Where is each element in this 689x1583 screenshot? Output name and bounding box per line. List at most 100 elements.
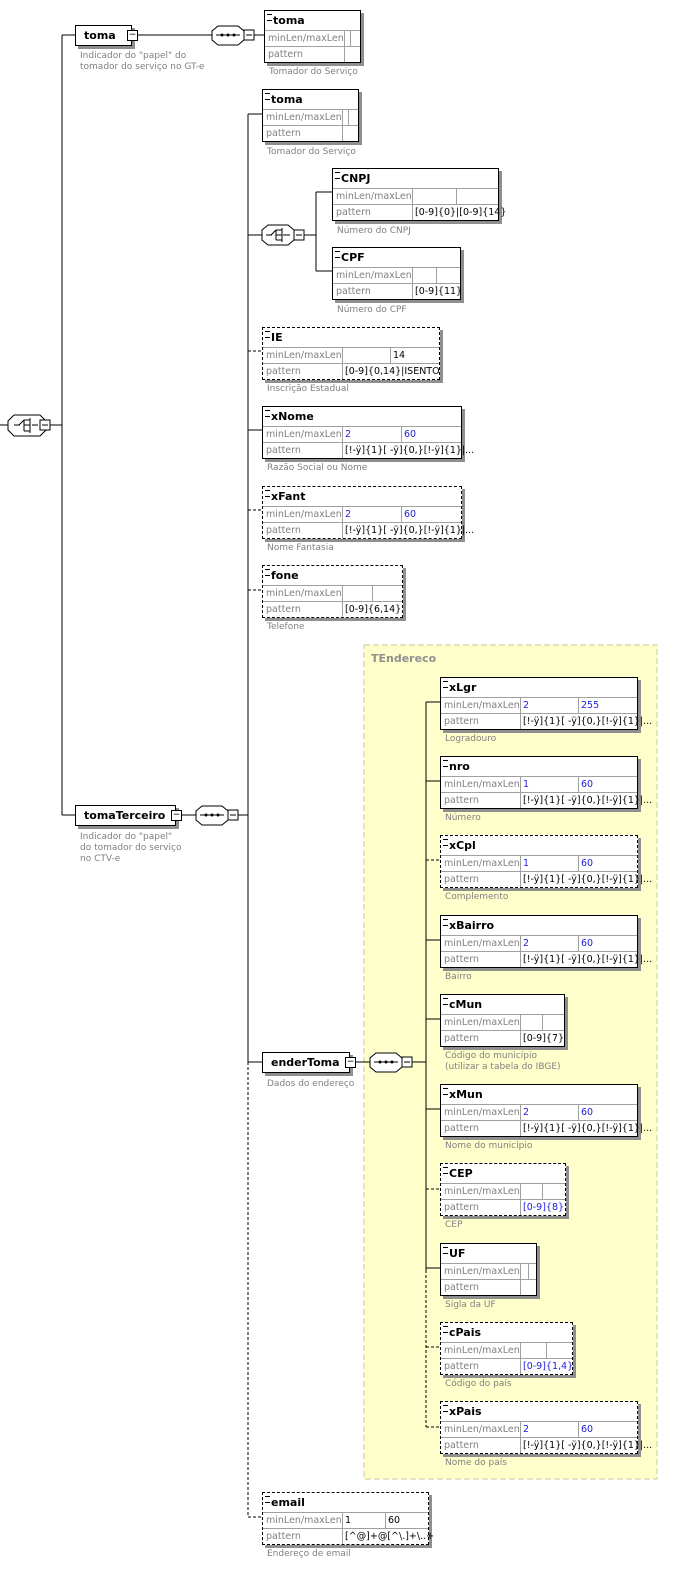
max-length bbox=[373, 586, 403, 601]
min-length bbox=[343, 110, 349, 125]
leaf-description: Nome do município bbox=[445, 1141, 533, 1151]
leaf-name: xCpl bbox=[441, 836, 637, 855]
min-length: 1 bbox=[343, 1513, 386, 1528]
toma-element-description: Indicador do "papel" do tomador do servi… bbox=[80, 51, 205, 72]
tomaterceiro-element[interactable]: tomaTerceiro − bbox=[75, 805, 182, 826]
leaf-name: xNome bbox=[263, 407, 461, 426]
min-length bbox=[521, 1184, 543, 1199]
max-length bbox=[547, 1343, 573, 1358]
pattern-label: pattern bbox=[441, 1359, 521, 1374]
pattern-value: [!-ÿ]{1}[ -ÿ]{0,}[!-ÿ]{1}|... bbox=[523, 716, 653, 727]
leaf-fone[interactable]: fone minLen/maxLen pattern[0-9]{6,14} bbox=[262, 565, 403, 618]
lengths-label: minLen/maxLen bbox=[263, 110, 343, 125]
pattern-value: [^@]+@[^\.]+\..+ bbox=[345, 1531, 435, 1542]
pattern-value: [!-ÿ]{1}[ -ÿ]{0,}[!-ÿ]{1}|... bbox=[345, 445, 475, 456]
tomaterceiro-element-label: tomaTerceiro bbox=[84, 809, 166, 822]
leaf-toma-gte[interactable]: toma minLen/maxLen pattern bbox=[264, 10, 361, 63]
pattern-label: pattern bbox=[441, 714, 521, 729]
collapse-icon[interactable]: − bbox=[127, 30, 138, 41]
min-length bbox=[343, 348, 391, 363]
max-length: 60 bbox=[404, 509, 417, 520]
min-length bbox=[345, 31, 351, 46]
leaf-cpf[interactable]: CPF minLen/maxLen pattern[0-9]{11} bbox=[332, 247, 463, 300]
collapse-icon[interactable]: − bbox=[345, 1057, 356, 1068]
leaf-cpais[interactable]: cPais minLen/maxLen pattern[0-9]{1,4} bbox=[440, 1322, 573, 1375]
min-length bbox=[521, 1264, 529, 1279]
leaf-name: xLgr bbox=[441, 678, 637, 697]
leaf-description: Razão Social ou Nome bbox=[267, 463, 368, 473]
lengths-label: minLen/maxLen bbox=[263, 348, 343, 363]
root-choice-compositor[interactable] bbox=[7, 414, 51, 437]
pattern-value: [0-9]{1,4} bbox=[523, 1361, 574, 1372]
lengths-label: minLen/maxLen bbox=[263, 1513, 343, 1528]
endertoma-element-label: enderToma bbox=[271, 1056, 340, 1069]
leaf-description: Bairro bbox=[445, 972, 472, 982]
toma-element[interactable]: toma − bbox=[75, 25, 138, 46]
toma-sequence-compositor[interactable] bbox=[211, 25, 255, 46]
max-length bbox=[543, 1184, 566, 1199]
endertoma-element[interactable]: enderToma − bbox=[262, 1052, 356, 1073]
leaf-description: Tomador do Serviço bbox=[267, 147, 356, 157]
pattern-value: [!-ÿ]{1}[ -ÿ]{0,}[!-ÿ]{1}|... bbox=[345, 525, 475, 536]
min-length bbox=[413, 189, 457, 204]
leaf-description: Número bbox=[445, 813, 481, 823]
max-length: 14 bbox=[393, 350, 406, 361]
leaf-description: Nome do país bbox=[445, 1458, 507, 1468]
min-length bbox=[343, 586, 373, 601]
lengths-label: minLen/maxLen bbox=[441, 698, 521, 713]
pattern-label: pattern bbox=[441, 1280, 521, 1295]
pattern-value: [!-ÿ]{1}[ -ÿ]{0,}[!-ÿ]{1}|... bbox=[523, 1123, 653, 1134]
min-length: 2 bbox=[521, 1422, 579, 1437]
pattern-value: [0-9]{11} bbox=[415, 286, 463, 297]
max-length: 60 bbox=[581, 1107, 594, 1118]
lengths-label: minLen/maxLen bbox=[441, 1184, 521, 1199]
max-length bbox=[349, 110, 359, 125]
endertoma-sequence-compositor[interactable] bbox=[369, 1052, 413, 1073]
leaf-cnpj[interactable]: CNPJ minLen/maxLen pattern[0-9]{0}|[0-9]… bbox=[332, 168, 506, 221]
pattern-value bbox=[521, 1280, 537, 1295]
max-length: 60 bbox=[581, 858, 594, 869]
lengths-label: minLen/maxLen bbox=[333, 189, 413, 204]
pattern-value: [!-ÿ]{1}[ -ÿ]{0,}[!-ÿ]{1}|... bbox=[523, 795, 653, 806]
pattern-value bbox=[343, 126, 359, 141]
pattern-label: pattern bbox=[263, 443, 343, 458]
max-length: 60 bbox=[581, 779, 594, 790]
pattern-value: [!-ÿ]{1}[ -ÿ]{0,}[!-ÿ]{1}|... bbox=[523, 954, 653, 965]
lengths-label: minLen/maxLen bbox=[333, 268, 413, 283]
lengths-label: minLen/maxLen bbox=[441, 1264, 521, 1279]
min-length: 2 bbox=[521, 1105, 579, 1120]
pattern-value: [0-9]{8} bbox=[523, 1202, 565, 1213]
leaf-name: cMun bbox=[441, 995, 564, 1014]
tomaterceiro-sequence-compositor[interactable] bbox=[195, 805, 239, 826]
leaf-uf[interactable]: UF minLen/maxLen pattern bbox=[440, 1243, 537, 1296]
max-length: 60 bbox=[581, 938, 594, 949]
leaf-name: CPF bbox=[333, 248, 460, 267]
leaf-cep[interactable]: CEP minLen/maxLen pattern[0-9]{8} bbox=[440, 1163, 566, 1216]
lengths-label: minLen/maxLen bbox=[441, 1343, 521, 1358]
lengths-label: minLen/maxLen bbox=[263, 507, 343, 522]
pattern-value: [0-9]{6,14} bbox=[345, 604, 402, 615]
pattern-label: pattern bbox=[263, 523, 343, 538]
pattern-label: pattern bbox=[441, 1121, 521, 1136]
lengths-label: minLen/maxLen bbox=[263, 586, 343, 601]
leaf-toma-ctve[interactable]: toma minLen/maxLen pattern bbox=[262, 89, 359, 142]
collapse-icon[interactable]: − bbox=[171, 810, 182, 821]
leaf-name: UF bbox=[441, 1244, 536, 1263]
leaf-cmun[interactable]: cMun minLen/maxLen pattern[0-9]{7} bbox=[440, 994, 565, 1047]
min-length bbox=[413, 268, 437, 283]
leaf-name: cPais bbox=[441, 1323, 572, 1342]
pattern-label: pattern bbox=[333, 284, 413, 299]
pattern-label: pattern bbox=[441, 793, 521, 808]
min-length: 2 bbox=[521, 936, 579, 951]
max-length: 60 bbox=[404, 429, 417, 440]
